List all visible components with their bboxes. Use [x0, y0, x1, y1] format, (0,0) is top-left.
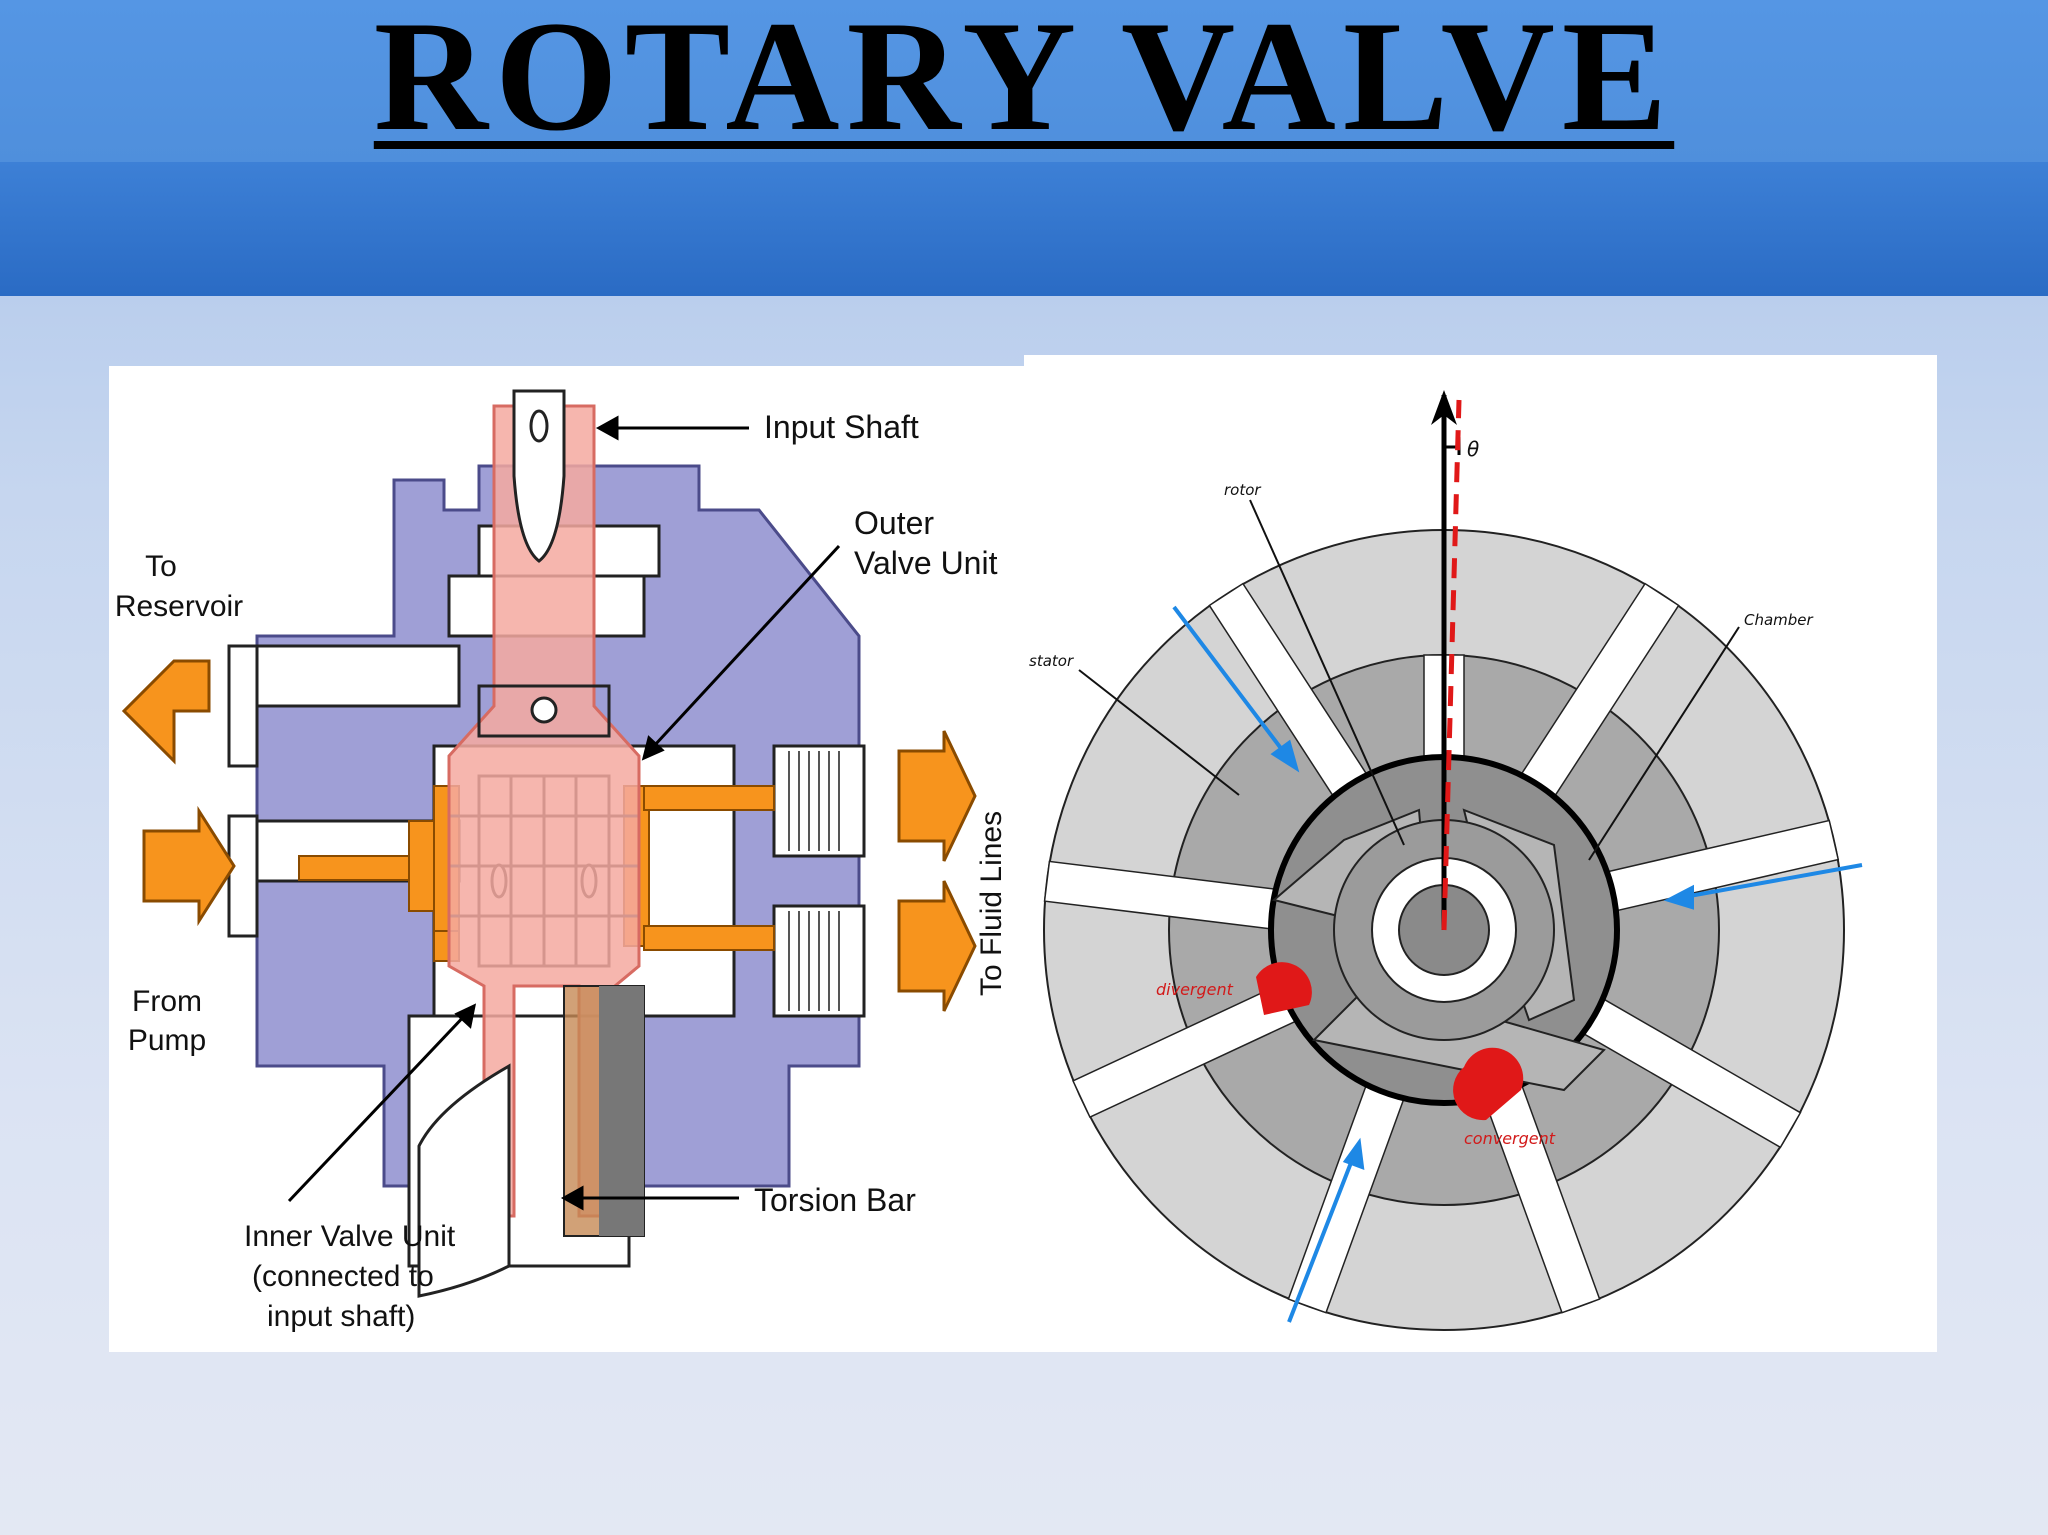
outer-valve-label-1: Outer — [854, 505, 934, 541]
rotor-stator-diagram: θ rotor stator Chamber divergent converg… — [1024, 355, 1937, 1352]
power-steering-valve-diagram: Input Shaft Outer Valve Unit To Reservoi… — [109, 366, 1029, 1352]
gap-markers — [1256, 962, 1524, 1121]
from-pump-label-2: Pump — [128, 1024, 206, 1057]
rotary-valve-schematic: θ rotor stator Chamber divergent converg… — [1029, 390, 1863, 1331]
convergent-label: convergent — [1464, 1129, 1556, 1148]
title-bar — [0, 0, 2048, 162]
valve-cross-section: Input Shaft Outer Valve Unit To Reservoi… — [115, 389, 1008, 1333]
leader-lines — [1078, 499, 1740, 861]
inner-valve-label-2: (connected to — [252, 1260, 434, 1293]
to-reservoir-label-2: Reservoir — [115, 590, 243, 623]
to-reservoir-arrow — [121, 659, 211, 765]
shaft-core — [477, 389, 611, 738]
fitting-threads — [788, 751, 840, 1011]
torsion-bar-label: Torsion Bar — [754, 1182, 916, 1218]
stator-label: stator — [1029, 652, 1074, 670]
outer-valve-label-2: Valve Unit — [854, 545, 998, 581]
flow-arrows — [121, 659, 977, 1012]
to-fluid-lines-label: To Fluid Lines — [975, 811, 1008, 996]
from-pump-arrow — [142, 805, 236, 927]
rotor-label: rotor — [1224, 481, 1261, 499]
inner-valve-label-1: Inner Valve Unit — [244, 1220, 456, 1253]
divergent-label: divergent — [1156, 980, 1234, 999]
to-reservoir-label-1: To — [145, 550, 177, 583]
chamber-label: Chamber — [1744, 611, 1814, 629]
flow-direction-arrows — [1172, 605, 1863, 1323]
to-fluid-line-arrow-upper — [897, 730, 977, 862]
theta-label: θ — [1467, 437, 1479, 461]
inner-valve-label-3: input shaft) — [267, 1300, 415, 1333]
rotation-angle-line — [1441, 399, 1462, 931]
leader-lines — [287, 415, 841, 1211]
slide-title: ROTARY VALVE — [373, 0, 1675, 164]
title-band — [0, 162, 2048, 296]
input-shaft-label: Input Shaft — [764, 409, 919, 445]
from-pump-label-1: From — [132, 985, 202, 1018]
to-fluid-line-arrow-lower — [897, 880, 977, 1012]
vertical-axis — [1431, 390, 1462, 931]
